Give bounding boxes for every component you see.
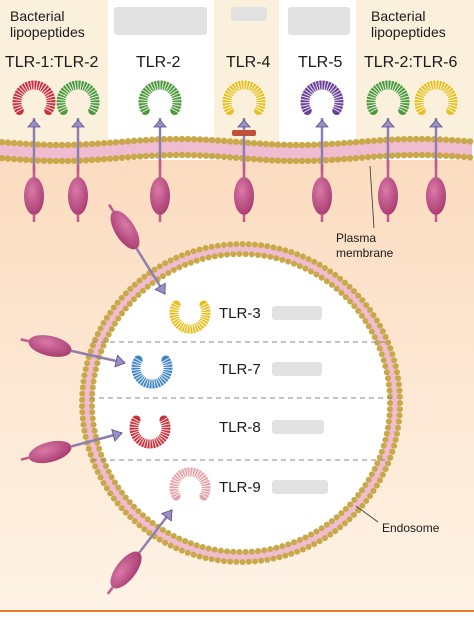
- group1-label-line2: lipopeptides: [10, 24, 85, 40]
- label-tlr9: TLR-9: [219, 479, 261, 496]
- label-tlr7: TLR-7: [219, 361, 261, 378]
- plasma-membrane: [0, 135, 474, 165]
- tir-domain: [68, 177, 88, 215]
- tlr2-receptor-pair1: [55, 80, 101, 222]
- redacted-ligand-tlr3: [272, 306, 322, 320]
- plasma-membrane-leader: [369, 165, 375, 229]
- plasma-inner-leaflet: [0, 151, 474, 165]
- header-box-tlr4: [214, 0, 279, 145]
- tlr7-receptor: [20, 335, 174, 389]
- tlr2-receptor: [137, 80, 183, 222]
- endosome-leader: [355, 505, 379, 523]
- endosome-lumen: [92, 254, 390, 552]
- tir-domain: [234, 177, 254, 215]
- endosome-inner-leaflet: [89, 251, 393, 555]
- tlr9-receptor: [106, 467, 212, 595]
- header-box-tlr2-tlr6: [356, 0, 474, 145]
- endosome-dividers: [90, 341, 392, 461]
- tlr6-receptor: [413, 80, 459, 222]
- label-tlr1-tlr2: TLR-1:TLR-2: [5, 54, 98, 71]
- tir-domain: [28, 440, 72, 464]
- bottom-margin: [0, 612, 474, 617]
- tir-domain: [28, 335, 72, 357]
- group2-label-line1: Bacterial: [371, 8, 425, 24]
- tlr3-receptor: [108, 203, 212, 334]
- md2-coreceptor: [232, 130, 256, 136]
- redacted-ligand-tlr8: [272, 420, 324, 434]
- tlr4-receptor: [221, 80, 267, 222]
- tlr1-receptor: [11, 80, 57, 222]
- label-tlr2: TLR-2: [136, 54, 181, 71]
- tir-domain: [110, 551, 142, 589]
- plasma-outer-leaflet: [0, 135, 474, 149]
- tir-domain: [24, 177, 44, 215]
- receptor-layer: [11, 80, 459, 595]
- redacted-ligand-label-tlr5: [288, 7, 350, 35]
- plasma-membrane-label-line1: Plasma: [336, 231, 376, 245]
- group1-label-line1: Bacterial: [10, 8, 64, 24]
- plasma-membrane-label-line2: membrane: [336, 246, 394, 260]
- endosome: [79, 241, 403, 565]
- redacted-ligand-tlr9: [272, 480, 328, 494]
- tlr5-receptor: [299, 80, 345, 222]
- tlr2-receptor-pair2: [365, 80, 411, 222]
- group2-label-line2: lipopeptides: [371, 24, 446, 40]
- redacted-ligand-tlr7: [272, 362, 322, 376]
- label-tlr2-tlr6: TLR-2:TLR-6: [364, 54, 457, 71]
- tir-domain: [312, 177, 332, 215]
- endosome-label: Endosome: [382, 521, 440, 535]
- label-tlr4: TLR-4: [226, 54, 271, 71]
- endosome-outer-leaflet: [79, 241, 403, 565]
- label-tlr8: TLR-8: [219, 419, 261, 436]
- tlr8-receptor: [20, 415, 172, 464]
- redacted-ligand-label-tlr4: [231, 7, 267, 21]
- tir-domain: [150, 177, 170, 215]
- redacted-ligand-label-tlr2: [114, 7, 207, 35]
- label-tlr3: TLR-3: [219, 305, 261, 322]
- label-tlr5: TLR-5: [298, 54, 343, 71]
- tir-domain: [378, 177, 398, 215]
- header-box-tlr1-tlr2: [0, 0, 108, 145]
- tir-domain: [110, 210, 140, 250]
- tir-domain: [426, 177, 446, 215]
